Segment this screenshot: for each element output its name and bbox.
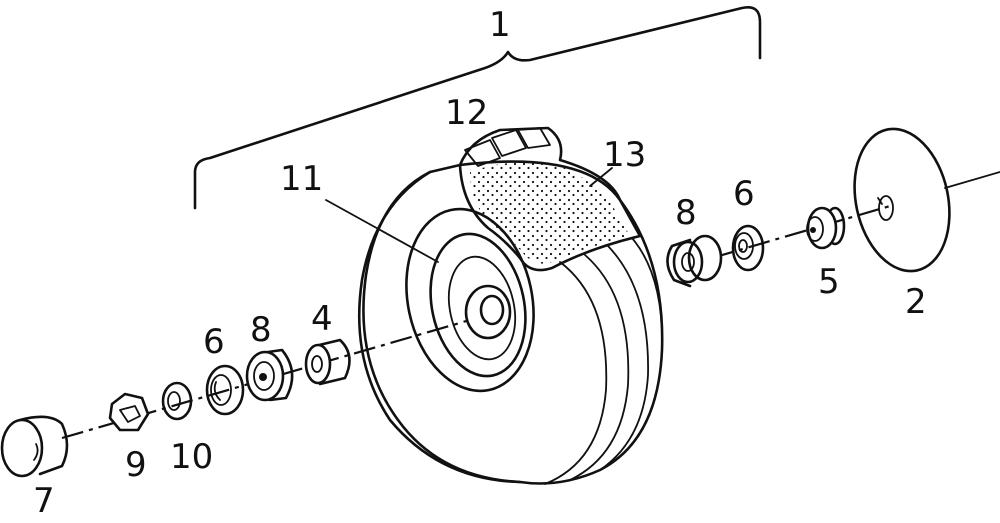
tread-rib: [569, 254, 630, 481]
callout-nut: 9: [125, 445, 147, 485]
callout-assembly: 1: [489, 5, 511, 45]
tread-block: [517, 127, 551, 149]
assembly-bracket: [193, 6, 762, 210]
bearing-left: [245, 348, 294, 402]
tread-rib: [631, 237, 663, 351]
axle-line: [61, 171, 1000, 440]
callout-hub-cap: 7: [33, 481, 55, 521]
callout-washer-right: 6: [733, 174, 755, 214]
callout-bearing-right: 8: [675, 193, 697, 233]
callout-washer-left: 6: [203, 322, 225, 362]
wheel-assembly: [325, 126, 664, 485]
callout-bearing-bush: 5: [818, 262, 840, 302]
callout-bearing-left: 8: [250, 310, 272, 350]
nut: [108, 392, 150, 432]
callout-cover-disc: 2: [905, 282, 927, 322]
callout-rim: 11: [280, 159, 324, 199]
tread-rib: [544, 261, 608, 485]
washer-left: [205, 364, 245, 416]
callout-tyre: 13: [603, 135, 647, 175]
tread-section: [458, 126, 642, 272]
cover-disc: [853, 127, 951, 273]
callout-tread: 12: [445, 93, 489, 133]
tyre-sidewall: [362, 170, 522, 484]
bearing-bush: [806, 206, 846, 250]
lock-washer: [161, 381, 193, 421]
tread-rib: [599, 245, 649, 471]
callout-lock-washer: 10: [170, 437, 214, 477]
leader-13: [589, 167, 613, 187]
hub-cap: [0, 415, 69, 478]
tread-block: [491, 129, 527, 157]
tread-block: [464, 139, 501, 167]
washer-right: [731, 224, 765, 272]
spacer-sleeve: [304, 338, 351, 386]
leader-11: [325, 199, 439, 263]
bearing-right: [666, 234, 723, 288]
callout-spacer-sleeve: 4: [311, 299, 333, 339]
rim: [405, 207, 535, 393]
